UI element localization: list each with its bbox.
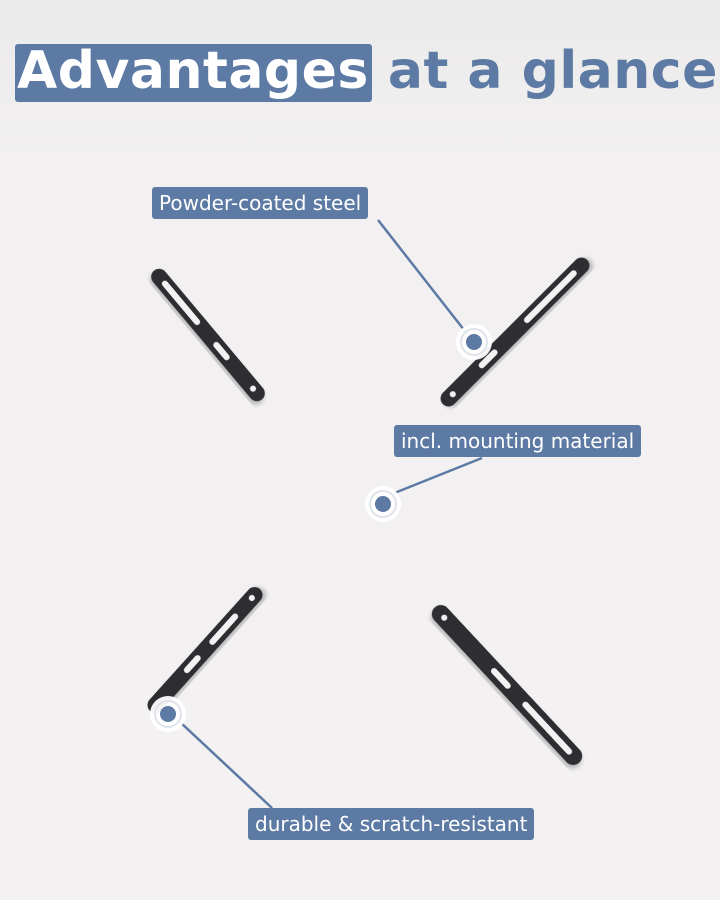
connector-line-durable xyxy=(179,721,273,809)
connector-line-steel xyxy=(377,219,469,336)
mounting-bracket-top-right xyxy=(440,257,590,407)
mounting-bracket-bottom-left xyxy=(147,587,263,713)
callout-powder-coated-steel: Powder-coated steel xyxy=(152,187,369,219)
callout-mounting-material: incl. mounting material xyxy=(394,425,642,457)
marker-durable xyxy=(150,696,186,732)
page-heading: Advantages at a glance xyxy=(15,38,718,104)
callout-durable-scratch-resistant: durable & scratch-resistant xyxy=(248,808,535,840)
heading-highlight: Advantages xyxy=(15,44,372,102)
mounting-bracket-bottom-right xyxy=(431,605,583,765)
marker-steel xyxy=(456,324,492,360)
marker-mounting xyxy=(365,486,401,522)
heading-rest: at a glance xyxy=(387,41,718,101)
mounting-bracket-top-left xyxy=(151,268,265,402)
connector-line-mounting xyxy=(391,456,483,496)
